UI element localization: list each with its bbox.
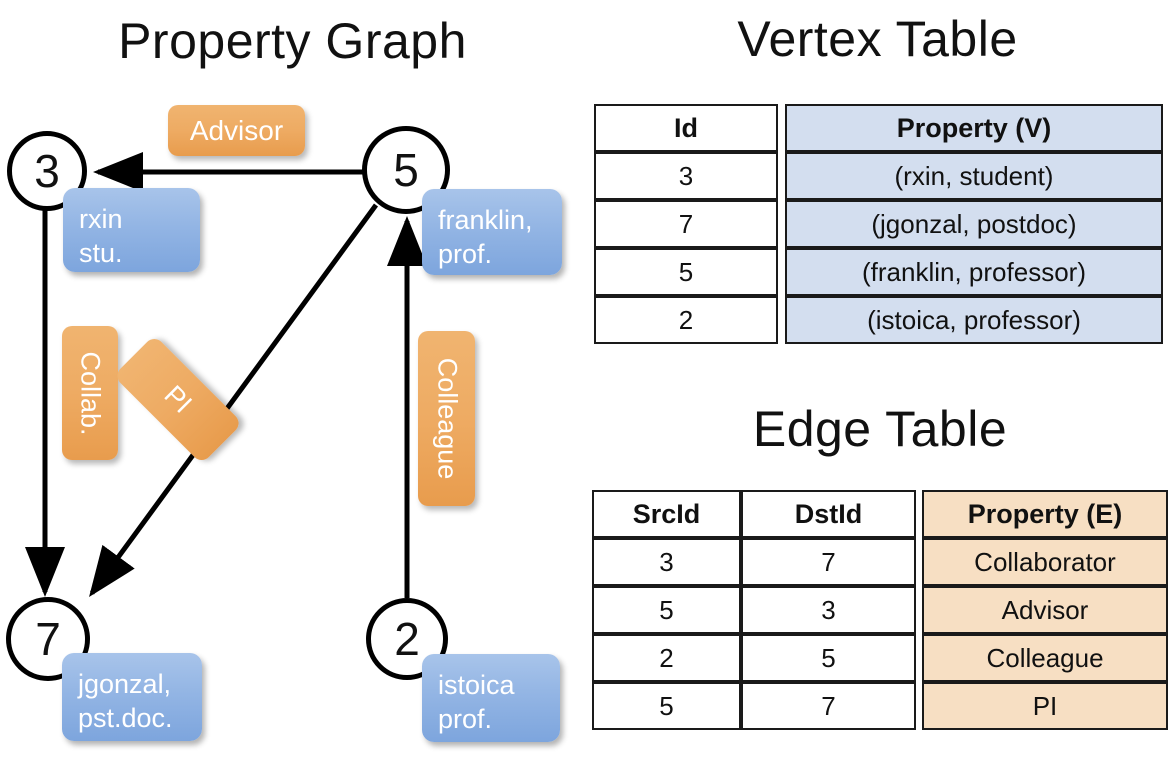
vertex-property-role-3: stu. (79, 238, 123, 268)
page-title-property-graph: Property Graph (118, 13, 467, 69)
vertex-property-role-7: pst.doc. (78, 703, 173, 733)
graph-node-2[interactable]: 2 (366, 598, 448, 680)
table-header-row: Id Property (V) (594, 104, 1163, 152)
column-gap (916, 634, 922, 682)
edge-label-colleague-text: Colleague (432, 357, 462, 480)
vertex-table-header-property: Property (V) (785, 104, 1163, 152)
page-title-edge-table: Edge Table (752, 401, 1008, 457)
edge-label-collab-text: Collab. (75, 350, 106, 436)
edge-table-header-dstid: DstId (741, 490, 916, 538)
vertex-table-cell-id: 3 (594, 152, 778, 200)
vertex-property-box-7: jgonzal, pst.doc. (62, 653, 202, 741)
table-row: 5 7 PI (592, 682, 1168, 730)
edge-table-cell-property: Colleague (922, 634, 1168, 682)
column-gap (778, 296, 785, 344)
vertex-table-cell-property: (franklin, professor) (785, 248, 1163, 296)
column-gap (778, 248, 785, 296)
edge-table-cell-dstid: 3 (741, 586, 916, 634)
edge-table-cell-property: Collaborator (922, 538, 1168, 586)
vertex-table: Id Property (V) 3 (rxin, student) 7 (jgo… (594, 104, 1163, 344)
vertex-table-cell-id: 7 (594, 200, 778, 248)
edge-table-cell-dstid: 5 (741, 634, 916, 682)
edge-table-cell-srcid: 5 (592, 586, 741, 634)
edge-label-colleague: Colleague (418, 331, 475, 506)
table-header-row: SrcId DstId Property (E) (592, 490, 1168, 538)
edge-label-advisor-text: Advisor (189, 114, 284, 146)
column-gap (916, 538, 922, 586)
edge-table-cell-property: PI (922, 682, 1168, 730)
graph-edge-5-to-7 (89, 203, 379, 598)
vertex-table-cell-property: (istoica, professor) (785, 296, 1163, 344)
graph-node-5[interactable]: 5 (362, 126, 450, 214)
vertex-property-box-2: istoica prof. (422, 654, 560, 742)
vertex-property-role-2: prof. (438, 704, 493, 734)
edge-table-cell-srcid: 3 (592, 538, 741, 586)
edge-table: SrcId DstId Property (E) 3 7 Collaborato… (592, 490, 1168, 730)
column-gap (778, 200, 785, 248)
edge-label-advisor: Advisor (168, 105, 305, 156)
table-row: 2 5 Colleague (592, 634, 1168, 682)
vertex-table-cell-property: (rxin, student) (785, 152, 1163, 200)
graph-edges-canvas (25, 152, 427, 598)
edge-table-cell-dstid: 7 (741, 538, 916, 586)
edge-label-collab: Collab. (62, 326, 118, 460)
vertex-property-box-3: rxin stu. (63, 188, 200, 272)
vertex-property-name-7: jgonzal, (78, 669, 172, 699)
vertex-property-role-5: prof. (438, 239, 493, 269)
edge-table-header-property: Property (E) (922, 490, 1168, 538)
table-row: 5 3 Advisor (592, 586, 1168, 634)
column-gap (916, 490, 922, 538)
edge-table-cell-property: Advisor (922, 586, 1168, 634)
edge-table-cell-srcid: 2 (592, 634, 741, 682)
vertex-table-cell-id: 2 (594, 296, 778, 344)
vertex-property-name-2: istoica (438, 670, 515, 700)
column-gap (916, 682, 922, 730)
edge-table-cell-dstid: 7 (741, 682, 916, 730)
page-title-vertex-table: Vertex Table (737, 11, 1018, 67)
column-gap (916, 586, 922, 634)
column-gap (778, 104, 785, 152)
table-row: 3 7 Collaborator (592, 538, 1168, 586)
vertex-table-cell-id: 5 (594, 248, 778, 296)
edge-table-cell-srcid: 5 (592, 682, 741, 730)
table-row: 2 (istoica, professor) (594, 296, 1163, 344)
table-row: 3 (rxin, student) (594, 152, 1163, 200)
edge-label-pi-text: PI (158, 379, 198, 419)
vertex-table-header-id: Id (594, 104, 778, 152)
column-gap (778, 152, 785, 200)
table-row: 5 (franklin, professor) (594, 248, 1163, 296)
vertex-property-name-3: rxin (79, 204, 123, 234)
vertex-property-name-5: franklin, (438, 205, 533, 235)
table-row: 7 (jgonzal, postdoc) (594, 200, 1163, 248)
edge-table-header-srcid: SrcId (592, 490, 741, 538)
vertex-property-box-5: franklin, prof. (422, 189, 562, 275)
vertex-table-cell-property: (jgonzal, postdoc) (785, 200, 1163, 248)
